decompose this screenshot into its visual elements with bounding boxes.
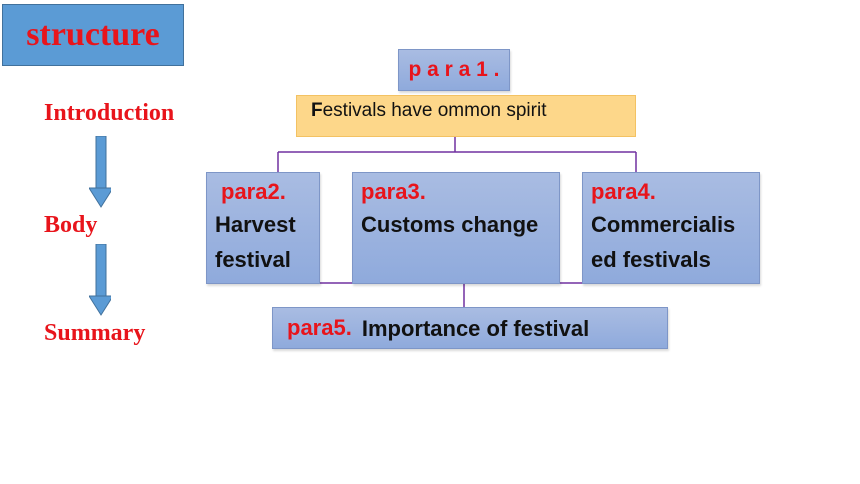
para1-text-rest: estivals have ommon spirit	[322, 100, 547, 121]
para1-label: p a r a 1 .	[408, 58, 500, 81]
para4-line1: Commercialis	[591, 212, 736, 237]
para4-box: para4. Commercialis ed festivals	[582, 172, 760, 284]
para1-text-first: F	[311, 100, 323, 121]
para1-box: p a r a 1 .	[398, 49, 510, 91]
para4-line2: ed festivals	[591, 247, 711, 272]
para5-text: Importance of festival	[361, 315, 590, 341]
para2-label: para2.	[221, 179, 286, 204]
para2-line1: Harvest	[215, 212, 296, 237]
para3-box: para3. Customs change	[352, 172, 560, 284]
para3-label: para3.	[361, 179, 426, 204]
para4-label: para4.	[591, 179, 656, 204]
structure-title-box: structure	[2, 4, 184, 66]
para2-line2: festival	[215, 247, 291, 272]
para5-box: para5. Importance of festival	[272, 307, 668, 349]
para5-label: para5.	[287, 315, 352, 340]
summary-label: Summary	[44, 320, 146, 346]
body-label: Body	[44, 212, 98, 238]
structure-title: structure	[26, 16, 160, 53]
para1-intro-box: Festivals have ommon spirit	[296, 95, 636, 137]
para2-box: para2. Harvest festival	[206, 172, 320, 284]
introduction-label: Introduction	[44, 100, 175, 126]
para3-line1: Customs change	[361, 212, 539, 237]
down-arrow-icon	[89, 136, 111, 208]
down-arrow-icon	[89, 244, 111, 316]
